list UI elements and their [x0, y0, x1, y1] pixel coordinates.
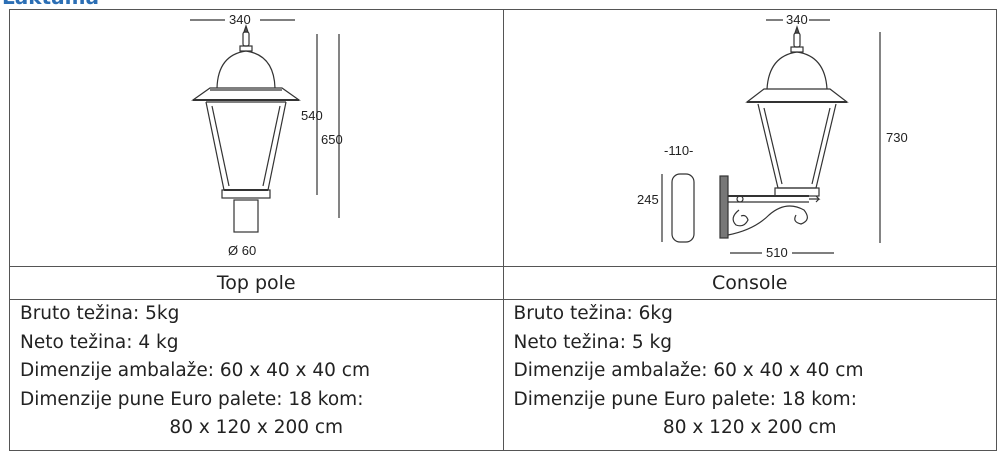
- net-weight: Neto težina: 5 kg: [513, 331, 672, 353]
- top-pole-drawing: 340 540 650 Ø 60: [190, 12, 343, 258]
- drawings-row: 340 540 650 Ø 60: [9, 9, 997, 267]
- lamp-height-label: 540: [301, 108, 323, 123]
- total-height-label: 650: [321, 132, 343, 147]
- console-caption: Console: [502, 266, 997, 300]
- section-heading: Laktama: [2, 0, 99, 8]
- pallet-dimensions: 80 x 120 x 200 cm: [169, 417, 344, 438]
- top-pole-drawing-cell: 340 540 650 Ø 60: [9, 9, 504, 267]
- package-dimensions: Dimenzije ambalaže: 60 x 40 x 40 cm: [513, 360, 864, 381]
- bracket-width-label: -110-: [664, 143, 693, 158]
- width-dim-label: 340: [786, 12, 808, 27]
- top-pole-info: Bruto težina: 5kg Neto težina: 4 kg Dime…: [9, 299, 504, 451]
- pallet-quantity: Dimenzije pune Euro palete: 18 kom:: [513, 388, 857, 410]
- info-row: Bruto težina: 5kg Neto težina: 4 kg Dime…: [9, 299, 997, 451]
- console-drawing-cell: 340 730 -110- 245 510: [502, 9, 997, 267]
- width-dim-label: 340: [229, 12, 251, 27]
- plate-height-label: 245: [637, 192, 659, 207]
- arm-length-label: 510: [766, 245, 788, 260]
- pallet-dimensions: 80 x 120 x 200 cm: [662, 417, 837, 438]
- pallet-quantity: Dimenzije pune Euro palete: 18 kom:: [20, 388, 364, 410]
- gross-weight: Bruto težina: 6kg: [513, 303, 673, 324]
- top-pole-caption: Top pole: [9, 266, 504, 300]
- package-dimensions: Dimenzije ambalaže: 60 x 40 x 40 cm: [20, 360, 371, 381]
- finial-icon: [793, 25, 800, 34]
- total-height-label: 730: [886, 130, 908, 145]
- captions-row: Top pole Console: [9, 266, 997, 300]
- net-weight: Neto težina: 4 kg: [20, 331, 179, 353]
- pole-diameter-label: Ø 60: [228, 243, 256, 258]
- console-info: Bruto težina: 6kg Neto težina: 5 kg Dime…: [502, 299, 997, 451]
- console-drawing: 340 730 -110- 245 510: [637, 12, 908, 260]
- spec-table: 340 540 650 Ø 60: [9, 9, 997, 451]
- gross-weight: Bruto težina: 5kg: [20, 303, 180, 324]
